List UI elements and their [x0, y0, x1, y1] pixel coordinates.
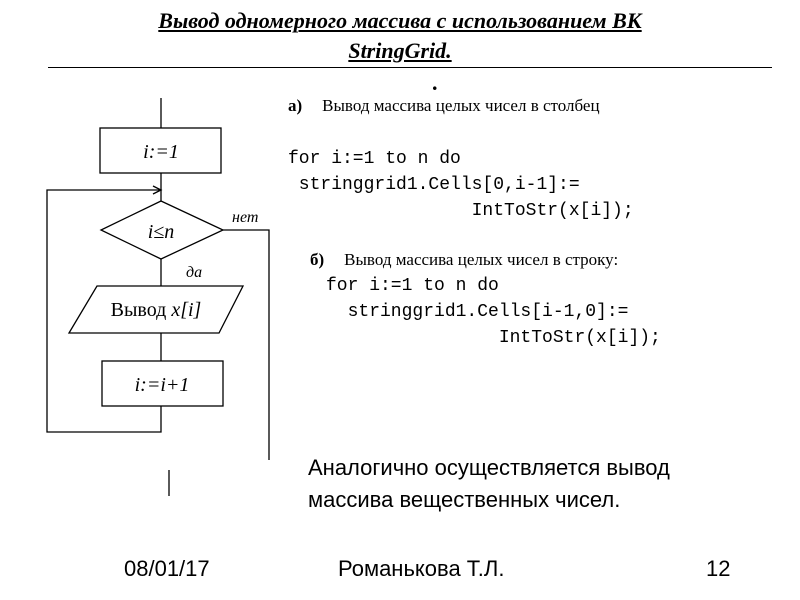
slide-title-line1: Вывод одномерного массива с использовани…: [158, 8, 642, 33]
footer-page-number: 12: [706, 556, 731, 581]
separator-dot: .: [432, 70, 438, 95]
no-label: нет: [232, 209, 258, 226]
note-text: Аналогично осуществляется вывод массива …: [308, 452, 670, 516]
note-line2: массива вещественных чисел.: [308, 487, 621, 512]
output-block: [67, 285, 245, 334]
code-line: IntToStr(x[i]);: [288, 201, 634, 221]
section-a-code: for i:=1 to n do stringgrid1.Cells[0,i-1…: [288, 146, 634, 224]
output-label: Вывод x[i]: [111, 299, 202, 321]
output-word: Вывод: [111, 299, 172, 321]
section-b-heading-text: Вывод массива целых чисел в строку:: [344, 250, 619, 269]
code-line: for i:=1 to n do: [326, 276, 499, 296]
section-a-heading: а) Вывод массива целых чисел в столбец: [288, 96, 600, 116]
section-b-marker: б): [310, 250, 325, 269]
output-variable: x[i]: [170, 299, 201, 321]
yes-label: да: [186, 264, 202, 281]
increment-block: [101, 360, 224, 407]
note-line1: Аналогично осуществляется вывод: [308, 455, 670, 480]
code-line: stringgrid1.Cells[i-1,0]:=: [326, 302, 629, 322]
section-a-heading-text: Вывод массива целых чисел в столбец: [322, 96, 600, 115]
footer-author: Романькова Т.Л.: [338, 556, 505, 581]
slide-title: Вывод одномерного массива с использовани…: [60, 6, 740, 66]
footer-date: 08/01/17: [124, 556, 210, 581]
code-line: IntToStr(x[i]);: [326, 328, 661, 348]
increment-label: i:=i+1: [135, 374, 190, 396]
title-divider: [48, 67, 772, 68]
loop-back-line: [46, 189, 162, 433]
section-b-heading: б) Вывод массива целых чисел в строку:: [310, 250, 618, 270]
section-a-marker: а): [288, 96, 303, 115]
flow-no-line: [223, 229, 270, 460]
slide-title-line2: StringGrid.: [348, 38, 452, 63]
condition-label: i≤n: [148, 221, 175, 243]
section-b-code: for i:=1 to n do stringgrid1.Cells[i-1,0…: [326, 273, 661, 351]
loop-arrowhead: [152, 185, 163, 195]
init-label: i:=1: [143, 141, 179, 163]
code-line: for i:=1 to n do: [288, 149, 461, 169]
code-line: stringgrid1.Cells[0,i-1]:=: [288, 175, 580, 195]
